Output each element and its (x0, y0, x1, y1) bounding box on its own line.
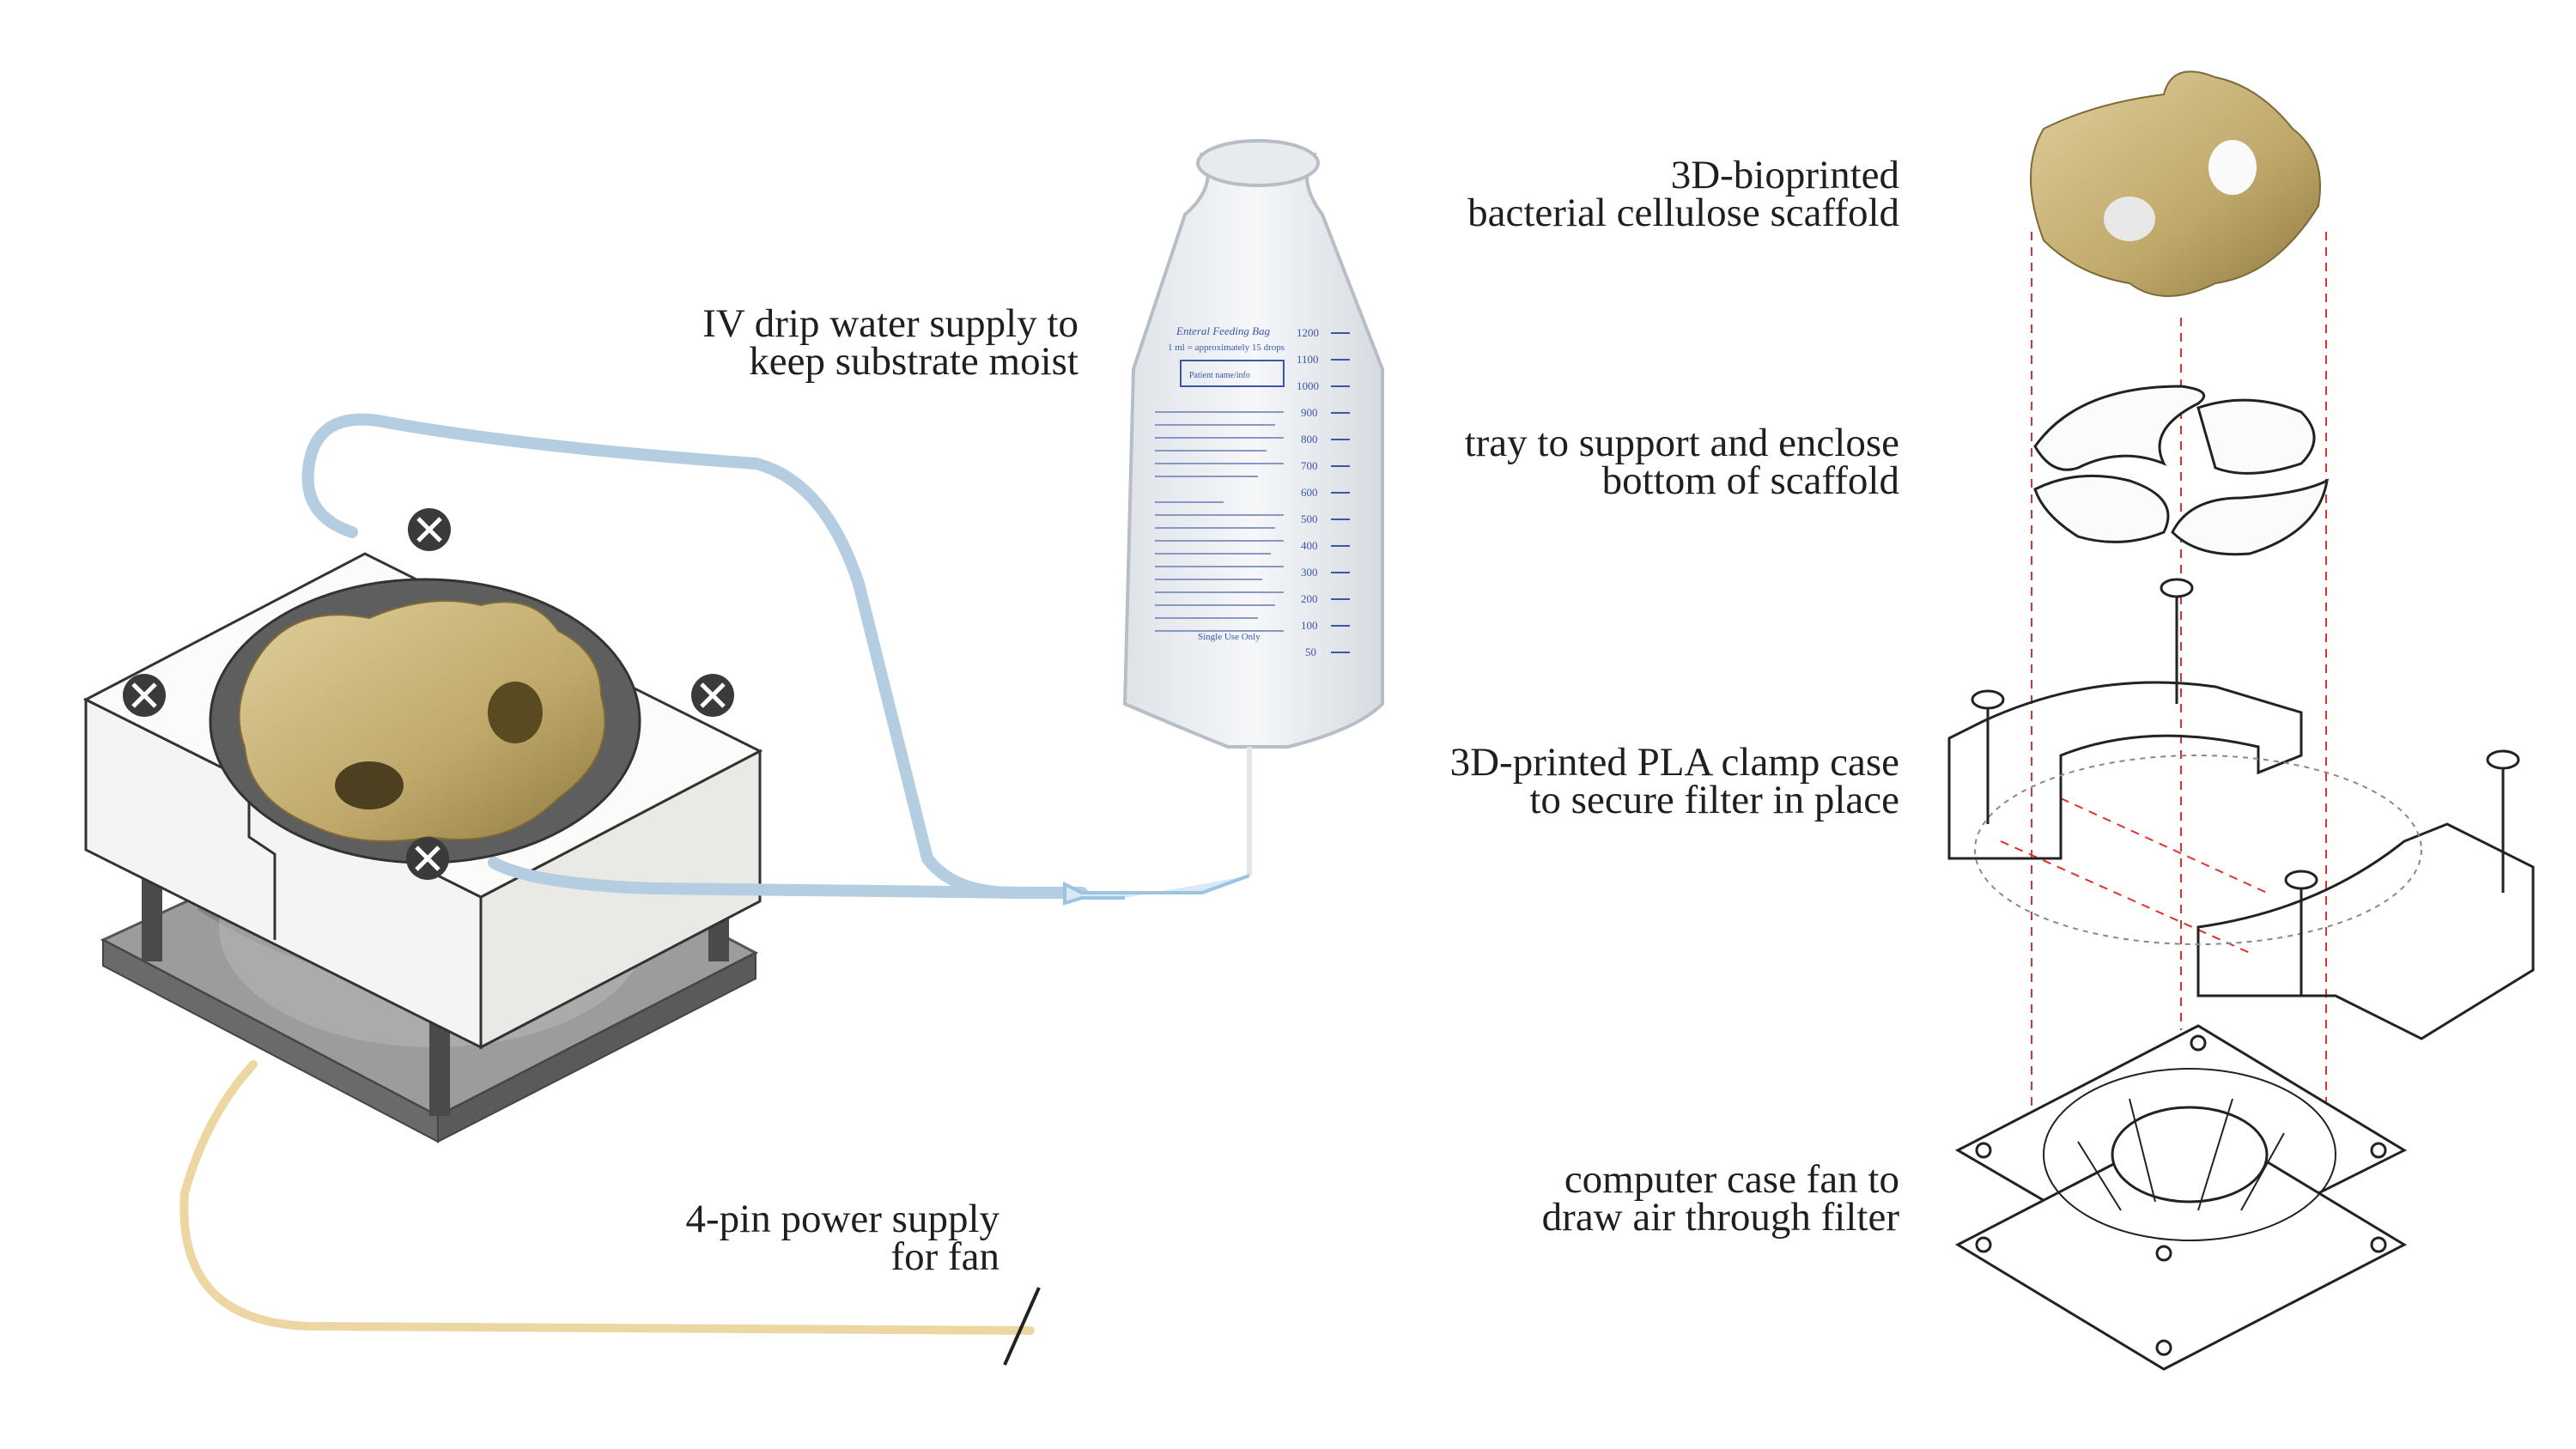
scale-label: 100 (1301, 619, 1318, 632)
iv-bag-instructions (1155, 411, 1284, 632)
scale-label: 1200 (1297, 326, 1319, 339)
label-clamp-case: 3D-printed PLA clamp case to secure filt… (1449, 740, 1899, 822)
label-line: draw air through filter (1541, 1195, 1899, 1240)
label-line: keep substrate moist (749, 339, 1078, 384)
scaffold-hole (488, 682, 543, 743)
assembled-filter-device (82, 413, 1088, 1366)
screw-icon (691, 674, 734, 717)
label-line: computer case fan to (1564, 1157, 1899, 1202)
screw-icon (2486, 749, 2520, 770)
iv-tube-into-case (488, 857, 1036, 899)
iv-bag-subtitle: 1 ml = approximately 15 drops (1168, 343, 1285, 353)
clamp-case-seam (247, 777, 276, 940)
label-fan: computer case fan to draw air through fi… (1541, 1157, 1899, 1240)
scale-label: 200 (1301, 592, 1318, 605)
scaffold-tray (2033, 385, 2329, 556)
label-line: bacterial cellulose scaffold (1467, 191, 1899, 235)
scaffold-in-device (238, 600, 606, 842)
clamp-half-left (1947, 681, 2303, 860)
label-line: 3D-bioprinted (1670, 153, 1899, 197)
clamp-screws (1971, 578, 2520, 996)
scale-label: 800 (1301, 433, 1318, 446)
iv-bag-volume-scale: 1200 1100 1000 900 800 700 600 500 400 3… (1297, 326, 1350, 658)
label-tray: tray to support and enclose bottom of sc… (1464, 421, 1899, 503)
label-line: bottom of scaffold (1601, 458, 1899, 503)
scale-label: 700 (1301, 459, 1318, 472)
label-line: 4-pin power supply (685, 1197, 999, 1241)
scale-label: 300 (1301, 566, 1318, 579)
label-line: 3D-printed PLA clamp case (1449, 740, 1899, 785)
screw-icon (2160, 578, 2194, 598)
pla-clamp-case-exploded (1947, 681, 2535, 1040)
scale-label: 500 (1301, 512, 1318, 525)
label-iv-drip: IV drip water supply to keep substrate m… (702, 301, 1078, 384)
scale-label: 900 (1301, 406, 1318, 419)
scaffold-hole (2104, 197, 2155, 241)
label-power-supply: 4-pin power supply for fan (685, 1197, 999, 1279)
fan-base-plate-edge-right (437, 951, 756, 1143)
iv-water-tube (301, 413, 1088, 899)
scale-label: 1100 (1297, 353, 1319, 366)
exploded-view (1947, 70, 2535, 1371)
label-line: for fan (890, 1234, 999, 1279)
iv-bag-title: Enteral Feeding Bag (1176, 324, 1271, 337)
fan-power-cable (179, 1060, 1035, 1335)
cable-break-mark (1003, 1287, 1041, 1366)
label-scaffold: 3D-bioprinted bacterial cellulose scaffo… (1467, 153, 1899, 235)
label-line: IV drip water supply to (702, 301, 1078, 346)
iv-bag-cap (1196, 139, 1320, 187)
scaffold-hole (2208, 140, 2257, 195)
label-line: tray to support and enclose (1464, 421, 1899, 465)
iv-bag-name-label: Patient name/info (1189, 371, 1250, 380)
iv-bag-footer: Single Use Only (1198, 632, 1261, 642)
label-line: to secure filter in place (1529, 778, 1899, 822)
computer-case-fan (1954, 1024, 2408, 1371)
scaffold-hole (335, 761, 404, 809)
alignment-guide-lines (2000, 232, 2327, 1142)
iv-bag-name-box (1180, 360, 1285, 387)
screw-icon (406, 837, 449, 880)
screw-icon (123, 674, 166, 717)
screw-icon (408, 508, 451, 551)
screw-icon (1971, 689, 2005, 710)
iv-drip-bag: Enteral Feeding Bag 1 ml = approximately… (1063, 139, 1384, 906)
clamp-half-right (2196, 822, 2535, 1040)
scale-label: 1000 (1297, 379, 1319, 392)
bacterial-cellulose-scaffold (2030, 70, 2321, 297)
scale-label: 600 (1301, 486, 1318, 499)
scale-label: 400 (1301, 539, 1318, 552)
scale-label: 50 (1305, 646, 1316, 658)
iv-connector (1063, 874, 1250, 906)
screw-icon (2284, 870, 2318, 890)
fan-hub (2111, 1106, 2269, 1203)
